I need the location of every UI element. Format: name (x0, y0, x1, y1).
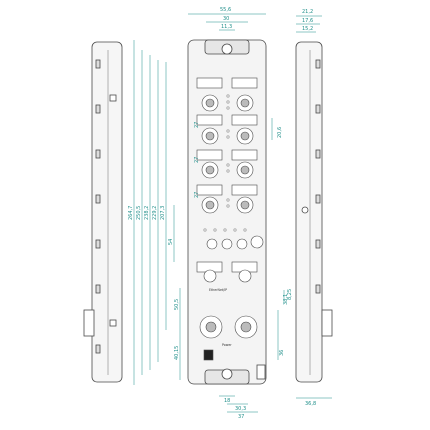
dim-right-2: 38,1 (283, 294, 289, 305)
left-dimension-lines (133, 40, 181, 385)
dim-right-1: 20,6 (277, 127, 283, 138)
dim-left-6: 54 (168, 239, 174, 245)
front-view (187, 39, 267, 385)
dim-side-b: 15,2 (302, 26, 313, 32)
dim-mid-2: 27 (194, 157, 200, 163)
horizontal-dimension-lines (188, 13, 332, 413)
dim-left-2: 250,5 (136, 206, 142, 220)
dim-left-4: 229,2 (152, 206, 158, 220)
dim-bottom-a: 30,3 (235, 406, 246, 412)
dim-left-3: 238,2 (144, 206, 150, 220)
dim-right-4: 36 (279, 350, 285, 356)
power-label: Power (222, 343, 232, 347)
dim-bottom-center: 18 (224, 398, 230, 404)
dim-bottom-b: 37 (238, 414, 244, 420)
dim-mid-1: 27 (194, 122, 200, 128)
dim-width-inner: 30 (223, 16, 229, 22)
dim-mid-3: 27 (194, 192, 200, 198)
dim-right-3: 8,25 (287, 289, 293, 300)
dim-width-total: 55,6 (220, 7, 231, 13)
dim-side-a: 17,6 (302, 18, 313, 24)
dimension-labels: 55,6 30 11,3 21,2 17,6 15,2 264,7 250,5 … (128, 7, 316, 420)
led-rows (203, 94, 247, 232)
port-groups (196, 77, 264, 361)
dim-mount: 11,3 (221, 24, 232, 30)
dim-left-8: 40,15 (174, 346, 180, 360)
left-side-view (83, 41, 123, 383)
ethernet-label: EtherNet/IP (209, 288, 227, 292)
dim-side-total: 21,2 (302, 9, 313, 15)
dim-left-1: 264,7 (128, 206, 134, 220)
dim-left-5: 207,3 (160, 206, 166, 220)
right-dimension-lines (271, 118, 285, 360)
dim-left-7: 50,5 (174, 299, 180, 310)
right-side-view (295, 41, 333, 383)
dim-bottom-side: 36,8 (305, 401, 316, 407)
